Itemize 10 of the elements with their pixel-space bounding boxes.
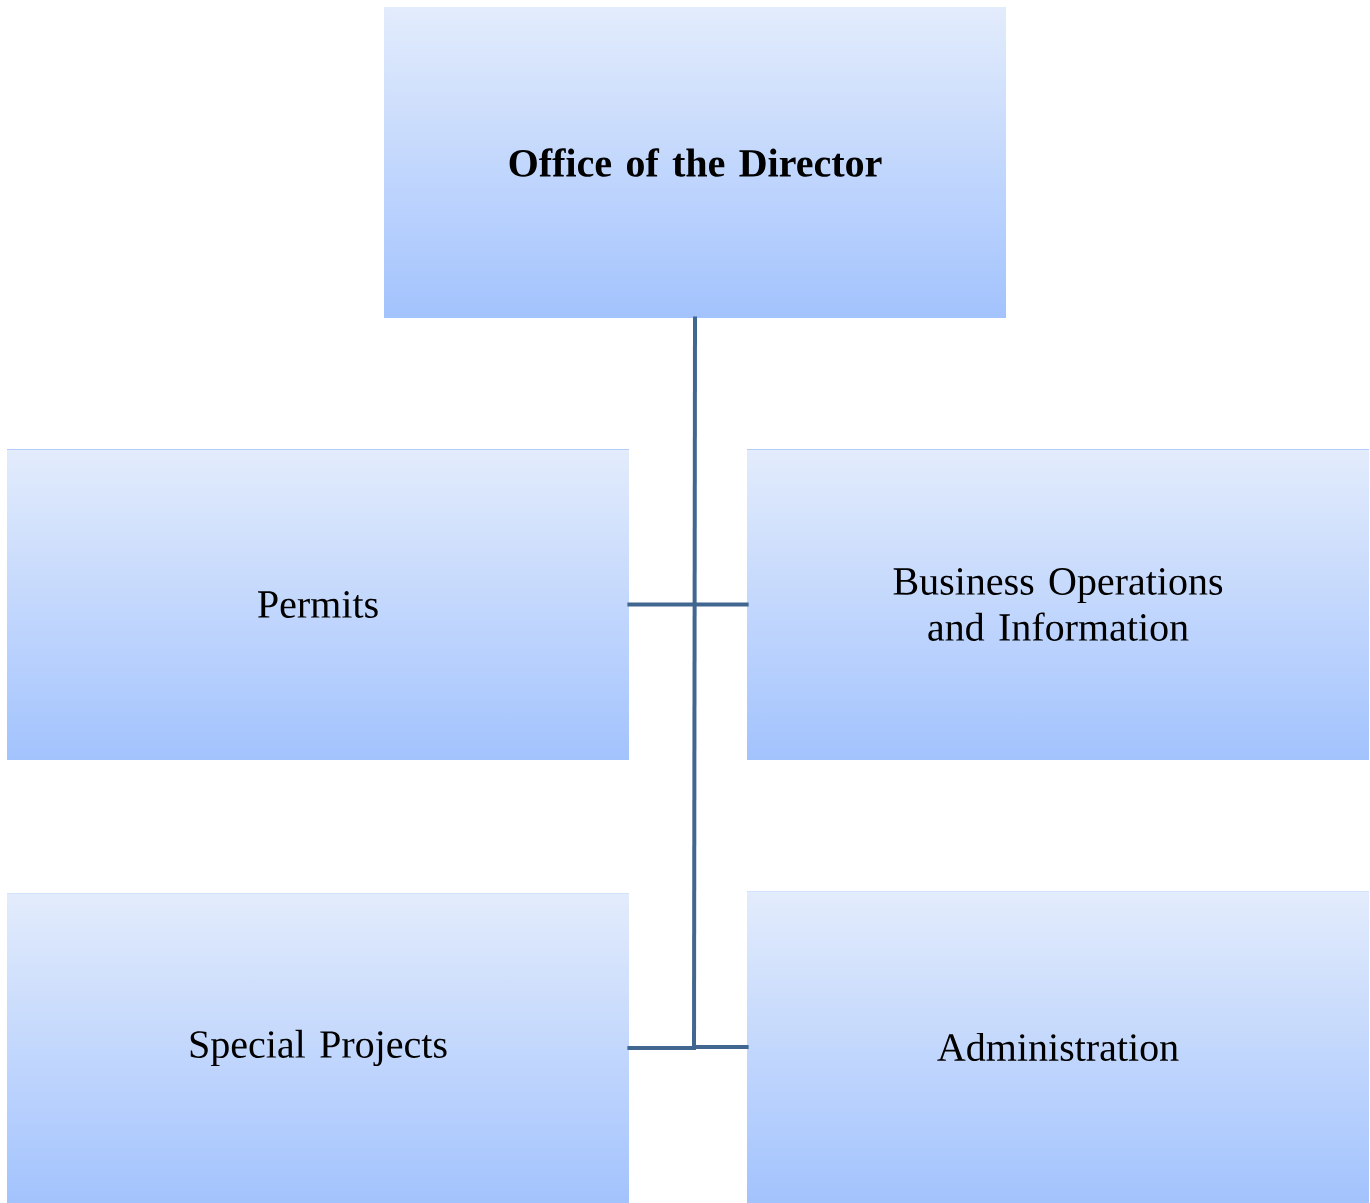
- org-box: Business Operations and Information: [747, 449, 1369, 760]
- connector-line: [692, 316, 697, 1050]
- org-box: Permits: [7, 449, 629, 760]
- org-box: Special Projects: [7, 893, 629, 1203]
- connector-line: [627, 1046, 694, 1050]
- connector-line: [694, 602, 749, 607]
- connector-line: [627, 602, 694, 607]
- org-box: Office of the Director: [384, 7, 1006, 318]
- org-box: Administration: [747, 891, 1369, 1203]
- connector-line: [694, 1045, 749, 1049]
